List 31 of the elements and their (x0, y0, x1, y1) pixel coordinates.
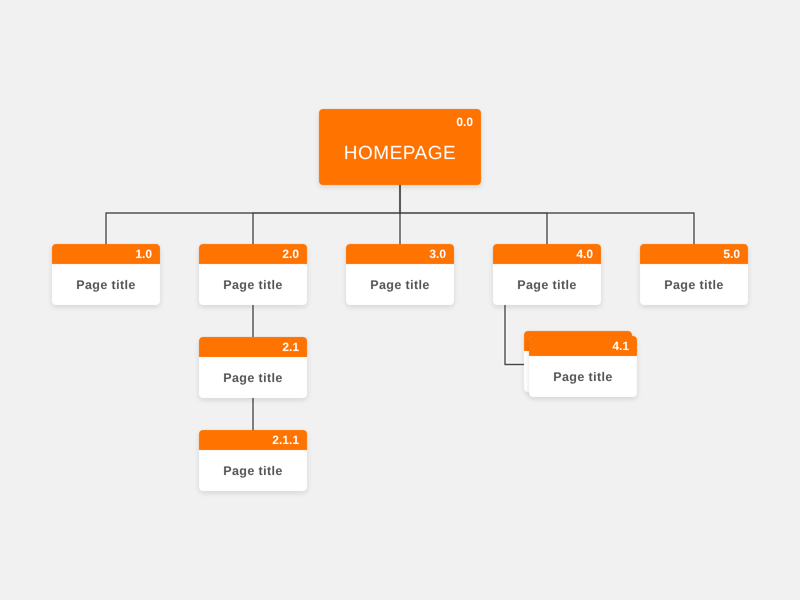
page-number: 5.0 (723, 247, 740, 261)
page-number: 4.0 (576, 247, 593, 261)
page-number: 2.1 (282, 340, 299, 354)
page-card (640, 244, 748, 305)
page-number: 4.1 (612, 339, 629, 353)
page-card (199, 430, 307, 491)
connector-line (252, 305, 254, 337)
page-number: 1.0 (135, 247, 152, 261)
page-title-label: Page title (76, 278, 136, 292)
homepage-box (319, 109, 481, 185)
page-card (52, 244, 160, 305)
page-title-label: Page title (370, 278, 430, 292)
page-number: 2.1.1 (272, 433, 299, 447)
page-number: 2.0 (282, 247, 299, 261)
page-card (199, 337, 307, 398)
page-title-label: Page title (223, 278, 283, 292)
page-title-label: Page title (664, 278, 724, 292)
page-number: 0.0 (456, 115, 473, 129)
page-card (346, 244, 454, 305)
homepage-title: HOMEPAGE (344, 143, 456, 165)
page-card (529, 336, 637, 397)
page-title-label: Page title (223, 464, 283, 478)
connector-line (504, 305, 524, 366)
page-card (199, 244, 307, 305)
page-card (493, 244, 601, 305)
page-title-label: Page title (223, 370, 283, 384)
page-title-label: Page title (517, 278, 577, 292)
page-title-label: Page title (553, 370, 613, 384)
connector-line (399, 185, 695, 244)
connector-line (252, 398, 254, 430)
page-number: 3.0 (429, 247, 446, 261)
